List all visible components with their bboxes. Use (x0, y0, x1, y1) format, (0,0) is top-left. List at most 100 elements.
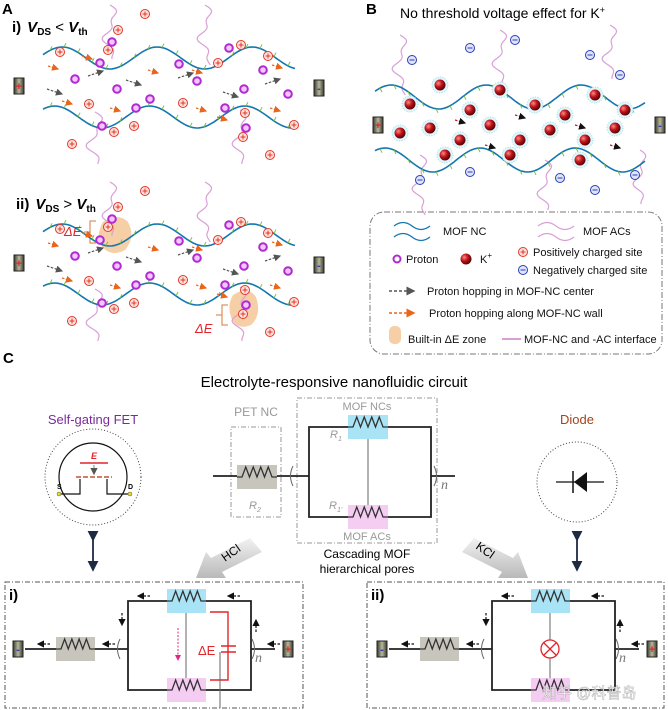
panel-b-title: No threshold voltage effect for K+ (400, 5, 605, 21)
subpanel-ii-box (366, 581, 665, 709)
legend-negative-site: Negatively charged site (533, 265, 647, 277)
plus-icon (265, 230, 271, 236)
plus-icon (265, 53, 271, 59)
positive-site (240, 285, 250, 295)
hop-arrow (46, 88, 64, 96)
repeat-parentheses (290, 465, 437, 487)
fet-s-label: S (57, 484, 62, 491)
watermark: 知乎 @科普岛 (542, 685, 636, 702)
ligand-tick (77, 225, 81, 230)
repeat-n-label: n (441, 478, 448, 493)
hop-arrow (81, 230, 94, 238)
positive-site (129, 121, 139, 131)
positive-site (240, 108, 250, 118)
ligand-tick (259, 44, 263, 49)
subpanel-i-circuit: n-+ (12, 589, 294, 708)
hop-arrow (454, 117, 467, 125)
ligand-tick (259, 221, 263, 226)
diode-title: Diode (560, 412, 594, 427)
hop-arrow (216, 291, 229, 299)
k-ion (574, 154, 586, 166)
fet-title: Self-gating FET (48, 412, 138, 427)
circuit-wires (389, 600, 639, 691)
positive-site (140, 9, 150, 19)
resistor (531, 589, 570, 603)
positive-electrode: + (372, 116, 384, 134)
positive-site (178, 275, 188, 285)
panel-c-label: C (3, 350, 14, 367)
negative-site (590, 185, 600, 195)
ligand-tick (287, 61, 291, 67)
k-ion (544, 124, 556, 136)
ligand-tick (119, 62, 123, 67)
channel-ii: +- (13, 181, 325, 342)
mof-nc-bottom-wall (374, 147, 646, 173)
mof-acs-label: MOF ACs (343, 531, 391, 543)
hop-arrow (125, 256, 143, 264)
proton (107, 214, 117, 224)
de-zone-swatch (389, 326, 401, 344)
k-ion (494, 84, 506, 96)
ligand-tick (175, 227, 179, 232)
positive-site (289, 297, 299, 307)
ligand-tick (63, 103, 67, 109)
ligand-tick (547, 103, 551, 109)
negative-electrode: - (313, 256, 325, 274)
mof-ac-strand (101, 181, 118, 237)
positive-site (263, 228, 273, 238)
plus-icon (215, 237, 221, 243)
mof-nc-top-wall (42, 223, 296, 247)
positive-site (109, 304, 119, 314)
hop-arrow (147, 244, 160, 252)
hcl-arrow: HCl (196, 538, 262, 578)
hop-arrow (264, 254, 282, 262)
plus-icon (111, 306, 117, 312)
hop-arrow (574, 122, 587, 130)
negative-site (415, 175, 425, 185)
positive-site (265, 150, 275, 160)
ligand-tick (63, 280, 67, 286)
ligand-tick (407, 159, 411, 164)
ligand-tick (119, 293, 123, 299)
electrode-sign: - (16, 644, 20, 656)
hop-arrow (46, 265, 64, 273)
proton (70, 74, 80, 84)
mof-ac-strand (536, 159, 553, 211)
ligand-tick (63, 42, 67, 48)
ligand-tick (589, 153, 593, 158)
negative-site (465, 167, 475, 177)
ligand-tick (91, 235, 95, 240)
ligand-tick (519, 104, 523, 109)
ligand-tick (203, 241, 207, 247)
plus-icon (57, 49, 63, 55)
capacitor (210, 611, 236, 681)
electrode-body (12, 640, 24, 658)
k-ion (454, 134, 466, 146)
legend: MOF NC MOF ACs Proton K+ Positively char… (369, 211, 663, 355)
ligand-tick (617, 171, 621, 176)
resistor (56, 637, 95, 651)
ligand-tick (575, 85, 579, 90)
positive-site (238, 309, 248, 319)
proton (220, 280, 230, 290)
hop-arrow (191, 244, 204, 252)
ligand-tick (77, 48, 81, 53)
positive-site (113, 25, 123, 35)
mof-ac-strand (85, 111, 103, 165)
k-ion (609, 122, 621, 134)
ligand-tick (259, 106, 263, 112)
positive-site (103, 222, 113, 232)
plus-icon (291, 122, 297, 128)
hop-arrow (177, 248, 195, 256)
hop-arrow (484, 142, 497, 150)
resistor (237, 465, 277, 479)
hop-arrow (47, 63, 60, 71)
plus-icon (240, 311, 246, 317)
subpanel-i-delta-e: ΔE (198, 643, 216, 658)
ligand-tick (175, 50, 179, 55)
pet-nc-box (230, 426, 282, 518)
ligand-tick (575, 147, 579, 153)
ligand-tick (147, 44, 151, 50)
positive-site (129, 298, 139, 308)
plus-icon (238, 42, 244, 48)
